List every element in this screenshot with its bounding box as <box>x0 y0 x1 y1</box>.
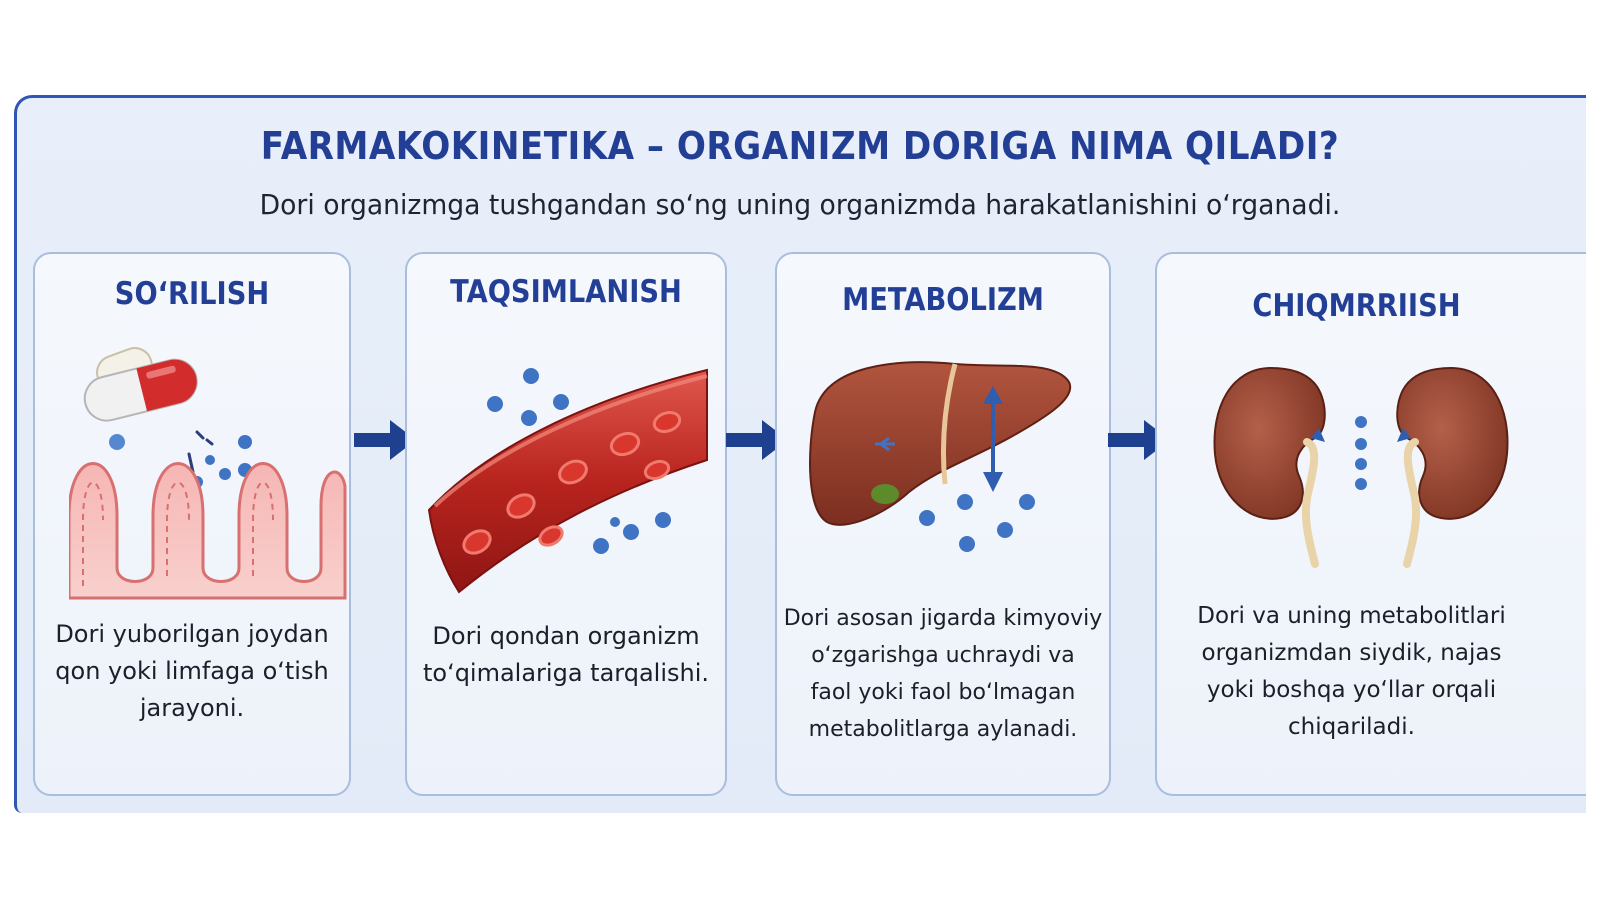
stage-description: Dori qondan organizm to‘qimalariga tarqa… <box>422 622 710 687</box>
arrow-right-icon <box>1108 420 1170 460</box>
arrow-right-icon <box>726 420 788 460</box>
stage-title: TAQSIMLANISH <box>450 274 682 310</box>
stage-card-excretion: CHIQMRRIISH Dori va uning metabolitlari … <box>1155 252 1586 796</box>
arrow-right-icon <box>354 420 416 460</box>
blood-vessel-icon <box>427 368 708 594</box>
stage-title: SO‘RILISH <box>114 276 270 312</box>
kidneys-icon <box>1213 366 1509 568</box>
stage-card-absorption: SO‘RILISH Dori yuborilgan j <box>33 252 351 796</box>
stage-card-metabolism: METABOLIZM Dori asosan jigarda kimyoviy … <box>775 252 1111 796</box>
stage-title: CHIQMRRIISH <box>1252 288 1461 324</box>
capsule-intestine-icon <box>69 347 347 600</box>
page-subtitle: Dori organizmga tushgandan so‘ng uning o… <box>259 188 1341 221</box>
stage-description: Dori asosan jigarda kimyoviy o‘zgarishga… <box>783 606 1103 742</box>
stage-card-distribution: TAQSIMLANISH Dori qondan organiz <box>405 252 727 796</box>
stage-description: Dori va uning metabolitlari organizmdan … <box>1197 603 1506 740</box>
stage-title: METABOLIZM <box>842 282 1044 318</box>
stage-description: Dori yuborilgan joydan qon yoki limfaga … <box>55 620 329 722</box>
page-title: FARMAKOKINETIKA – ORGANIZM DORIGA NIMA Q… <box>260 124 1340 168</box>
liver-icon <box>809 361 1072 552</box>
